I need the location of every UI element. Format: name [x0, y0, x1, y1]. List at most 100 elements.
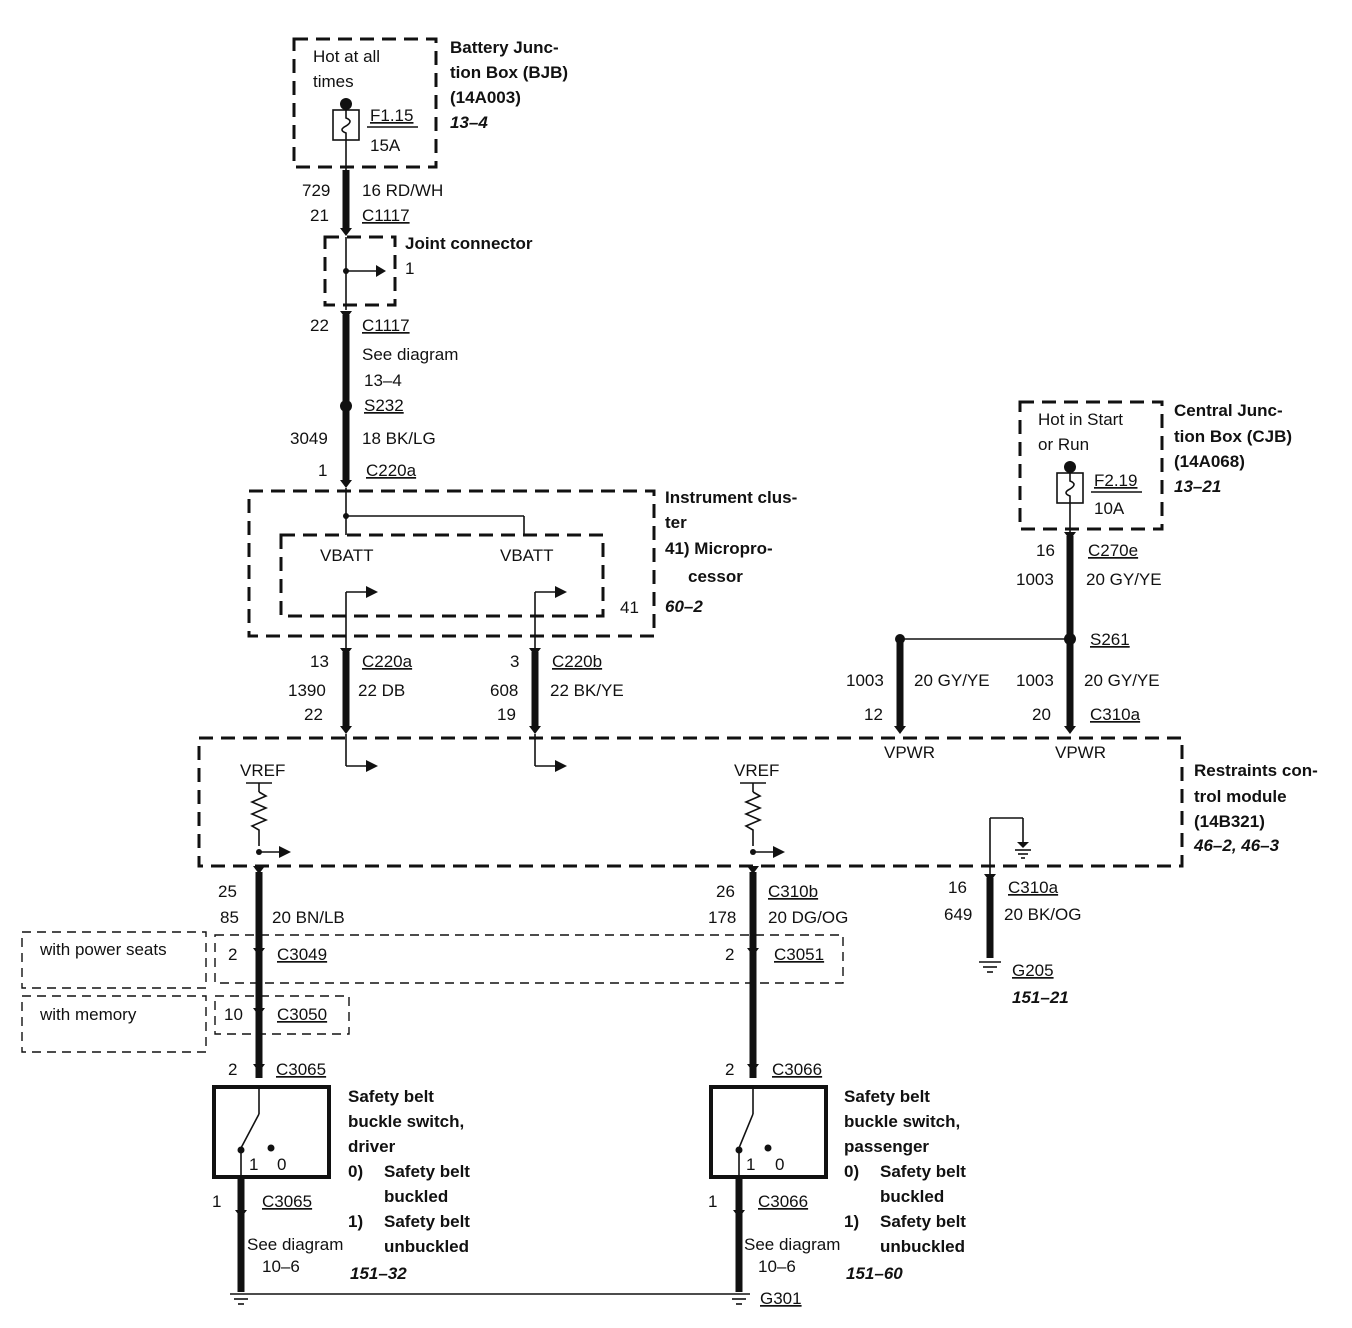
cluster-name-line1: Instrument clus-: [665, 488, 797, 507]
option-boxes: with power seats with memory: [21, 931, 844, 1053]
rcm-gnd-pin: 16: [948, 878, 967, 897]
driver-name-line1: Safety belt: [348, 1087, 434, 1106]
passenger-conn: C310b: [768, 882, 818, 901]
passenger-pos1: 1): [844, 1212, 859, 1231]
ground-main-label: G301: [760, 1289, 802, 1308]
driver-see-ref: 10–6: [262, 1257, 300, 1276]
p2-pin: 20: [1032, 705, 1051, 724]
driver-mem-pin: 10: [224, 1005, 243, 1024]
cjb-name-line3: (14A068): [1174, 452, 1245, 471]
circuit-3049: 3049: [290, 429, 328, 448]
battery-junction-box: Hot at all times F1.15 15A Battery Junc-…: [292, 37, 568, 169]
driver-pos0: 0): [348, 1162, 363, 1181]
ic-pin-1: 1: [318, 461, 327, 480]
link-b-rcm-pin: 19: [497, 705, 516, 724]
bjb-amp: 15A: [370, 136, 401, 155]
cjb-conn: C270e: [1088, 541, 1138, 560]
driver-seat-pin: 2: [228, 945, 237, 964]
vref-1: VREF: [240, 761, 285, 780]
passenger-pos0: 0): [844, 1162, 859, 1181]
link-b-circuit: 608: [490, 681, 518, 700]
vbatt-1: VBATT: [320, 546, 374, 565]
driver-name-line2: buckle switch,: [348, 1112, 464, 1131]
wire-16-rdwh: 16 RD/WH: [362, 181, 443, 200]
driver-pos1-line2: unbuckled: [384, 1237, 469, 1256]
resistor-passenger-icon: [743, 791, 763, 846]
rcm-ref: 46–2, 46–3: [1193, 836, 1280, 855]
vref-2: VREF: [734, 761, 779, 780]
driver-sw-0: 0: [277, 1155, 286, 1174]
p2-wire: 20 GY/YE: [1084, 671, 1160, 690]
passenger-sw-0: 0: [775, 1155, 784, 1174]
passenger-branch: 26 C310b 178 20 DG/OG 2 C3051 2 C3066 1 …: [708, 866, 966, 1305]
passenger-seat-pin: 2: [725, 945, 734, 964]
driver-ref: 151–32: [350, 1264, 407, 1283]
rcm-gnd-conn: C310a: [1008, 878, 1059, 897]
cluster-name-line4: cessor: [688, 567, 743, 586]
driver-pos0-line1: Safety belt: [384, 1162, 470, 1181]
bjb-fuse: F1.15: [370, 106, 413, 125]
driver-seat-conn: C3049: [277, 945, 327, 964]
cjb-circuit: 1003: [1016, 570, 1054, 589]
driver-pos0-line2: buckled: [384, 1187, 448, 1206]
link-a-circuit: 1390: [288, 681, 326, 700]
conn-c1117-in: C1117: [362, 206, 410, 225]
rcm-name-line2: trol module: [1194, 787, 1287, 806]
ic-conn-c220a: C220a: [366, 461, 417, 480]
wire-18-bklg: 18 BK/LG: [362, 429, 436, 448]
driver-sw-pin: 2: [228, 1060, 237, 1079]
bjb-name-line3: (14A003): [450, 88, 521, 107]
cjb-wire: 20 GY/YE: [1086, 570, 1162, 589]
vpwr-1: VPWR: [884, 743, 935, 762]
cluster-name-line3: 41) Micropro-: [665, 539, 773, 558]
passenger-switch-blade-icon: [738, 1113, 754, 1149]
cjb-name-line2: tion Box (CJB): [1174, 427, 1292, 446]
conn-c1117-out: C1117: [362, 316, 410, 335]
driver-out-conn: C3065: [262, 1192, 312, 1211]
passenger-pin: 26: [716, 882, 735, 901]
driver-sw-1: 1: [249, 1155, 258, 1174]
bjb-hot-line1: Hot at all: [313, 47, 380, 66]
passenger-out-pin: 1: [708, 1192, 717, 1211]
splice-s261: S261: [1090, 630, 1130, 649]
ground-g205-icon: [979, 961, 1001, 973]
passenger-name-line3: passenger: [844, 1137, 929, 1156]
vbatt-2: VBATT: [500, 546, 554, 565]
passenger-sw-pin: 2: [725, 1060, 734, 1079]
link-b-conn: C220b: [552, 652, 602, 671]
link-b-pin: 3: [510, 652, 519, 671]
cjb-pin: 16: [1036, 541, 1055, 560]
passenger-see: See diagram: [744, 1235, 840, 1254]
p2-circuit: 1003: [1016, 671, 1054, 690]
passenger-sw-conn: C3066: [772, 1060, 822, 1079]
passenger-ref: 151–60: [846, 1264, 903, 1283]
link-a-rcm-pin: 22: [304, 705, 323, 724]
passenger-pos1-line1: Safety belt: [880, 1212, 966, 1231]
rcm-name-line3: (14B321): [1194, 812, 1265, 831]
joint-connector-label: Joint connector: [405, 234, 533, 253]
passenger-out-conn: C3066: [758, 1192, 808, 1211]
central-junction-box: Hot in Start or Run F2.19 10A Central Ju…: [846, 400, 1292, 734]
cjb-hot-line1: Hot in Start: [1038, 410, 1123, 429]
joint-pin: 1: [405, 259, 414, 278]
vpwr-2: VPWR: [1055, 743, 1106, 762]
rcm-gnd-ground: G205: [1012, 961, 1054, 980]
splice-s232: S232: [364, 396, 404, 415]
bjb-name-line1: Battery Junc-: [450, 38, 559, 57]
rcm-gnd-circuit: 649: [944, 905, 972, 924]
cjb-hot-line2: or Run: [1038, 435, 1089, 454]
bjb-ref: 13–4: [450, 113, 488, 132]
p1-circuit: 1003: [846, 671, 884, 690]
p1-wire: 20 GY/YE: [914, 671, 990, 690]
bjb-name-line2: tion Box (BJB): [450, 63, 568, 82]
passenger-buckle-switch: [709, 1085, 828, 1179]
pin-21: 21: [310, 206, 329, 225]
ground-passenger-icon: [728, 1293, 750, 1305]
driver-mem-conn: C3050: [277, 1005, 327, 1024]
driver-branch: 25 85 20 BN/LB 2 C3049 10 C3050 2 C3065 …: [212, 866, 470, 1305]
rcm-name-line1: Restraints con-: [1194, 761, 1318, 780]
driver-circuit: 85: [220, 908, 239, 927]
passenger-pos0-line1: Safety belt: [880, 1162, 966, 1181]
link-a-pin: 13: [310, 652, 329, 671]
